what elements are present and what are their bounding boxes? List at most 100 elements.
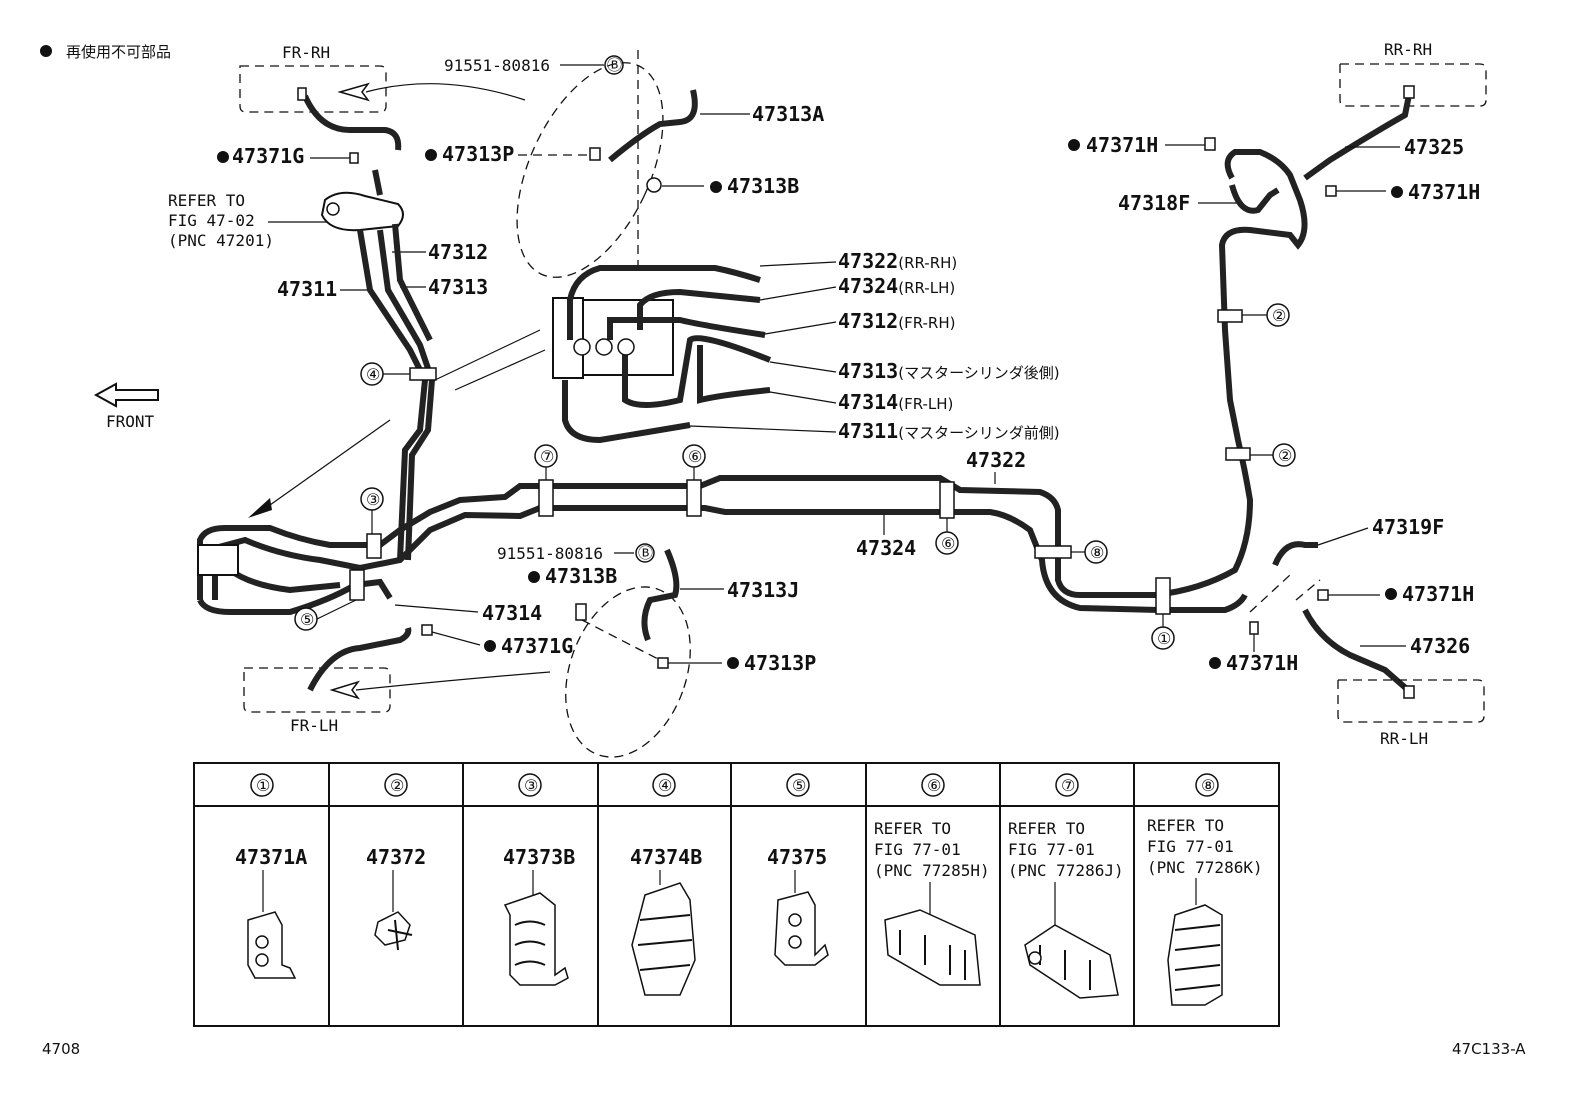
inset-fitting xyxy=(573,338,591,356)
label-91551-bot: 91551-80816 xyxy=(497,544,603,563)
clamp-6b xyxy=(939,481,955,519)
pipe-47314b xyxy=(228,567,341,594)
refer-main-line2: FIG 47-02 xyxy=(168,211,255,230)
label-47311: 47311 xyxy=(277,277,337,301)
clip-47371h-1 xyxy=(1204,137,1216,151)
bullet-icon xyxy=(1209,657,1221,669)
callout-2a-text: ② xyxy=(1272,306,1286,325)
centerline xyxy=(1295,579,1321,601)
label-47313p-bot: 47313P xyxy=(744,651,816,675)
inset-pipe-47311 xyxy=(562,380,691,444)
legend-text: 再使用不可部品 xyxy=(66,43,171,61)
label-47371g-top: 47371G xyxy=(232,144,304,168)
front-label: FRONT xyxy=(106,412,155,431)
label-47313a: 47313A xyxy=(752,102,824,126)
table-cell-2-part: 47372 xyxy=(366,845,426,869)
fr-rh-label: FR-RH xyxy=(282,43,330,62)
clip-table: ① ② ③ ④ ⑤ ⑥ ⑦ ⑧ 47371A 47372 47373B 4737… xyxy=(193,762,1280,1027)
label-47313: 47313 xyxy=(428,275,488,299)
clamp-8 xyxy=(1034,545,1072,559)
fr-rh-fitting xyxy=(297,87,307,101)
pipe-47312 xyxy=(392,223,433,342)
mc-pipe xyxy=(372,169,383,196)
hose-47318f xyxy=(1229,184,1280,214)
pipe-47326 xyxy=(1302,608,1410,693)
callout-6a-text: ⑥ xyxy=(688,447,702,466)
rr-lh-fitting xyxy=(1403,685,1415,699)
table-header-7-text: ⑦ xyxy=(1061,776,1075,795)
label-47319f: 47319F xyxy=(1372,515,1444,539)
label-47371h-3: 47371H xyxy=(1402,582,1474,606)
clamp-2b xyxy=(1225,447,1251,461)
hose-47313j xyxy=(641,548,680,642)
footer-right: 47C133-A xyxy=(1452,1040,1526,1058)
bullet-icon xyxy=(710,181,722,193)
clip-47375-drawing xyxy=(774,891,829,966)
clamp-3 xyxy=(366,533,382,559)
hose-47319f xyxy=(1272,541,1318,567)
clip-77286j-drawing xyxy=(1024,924,1119,999)
label-47313j: 47313J xyxy=(727,578,799,602)
callout-8-text: ⑧ xyxy=(1090,543,1104,562)
table-cell-6-line3: (PNC 77285H) xyxy=(874,861,990,880)
inset-fitting xyxy=(595,338,613,356)
fr-lh-hose xyxy=(307,627,412,692)
leader xyxy=(759,286,837,301)
master-cylinder xyxy=(320,191,404,232)
clip-47371h-3 xyxy=(1317,589,1329,601)
inset-pipe-47312 xyxy=(607,317,766,340)
clip-47371a-drawing xyxy=(247,911,297,979)
clip-47371g-top xyxy=(349,152,359,164)
clip-47373b-drawing xyxy=(503,892,569,986)
leader xyxy=(759,261,837,267)
rr-lh-label: RR-LH xyxy=(1380,729,1428,748)
fr-lh-frame xyxy=(243,667,391,713)
fr-rh-arrow-line xyxy=(365,83,526,101)
clamp-4 xyxy=(409,367,437,381)
leader xyxy=(431,631,481,646)
leader xyxy=(764,321,837,335)
table-header-1 xyxy=(250,773,274,797)
clip-47372-drawing xyxy=(374,911,413,951)
label-47318f: 47318F xyxy=(1118,191,1190,215)
label-47371g-bot: 47371G xyxy=(501,634,573,658)
fr-rh-hose xyxy=(302,94,402,151)
bullet-icon xyxy=(217,151,229,163)
label-47313b-top: 47313B xyxy=(727,174,799,198)
pipe-47322 xyxy=(197,149,1308,600)
clip-47371h-2 xyxy=(1325,185,1337,197)
rr-rh-fitting xyxy=(1403,85,1415,99)
callout-3-text: ③ xyxy=(366,490,380,509)
callout-6b-text: ⑥ xyxy=(941,534,955,553)
leader xyxy=(1317,527,1369,546)
callout-5-text: ⑤ xyxy=(300,610,314,629)
view-line xyxy=(434,329,541,381)
pipe-47325 xyxy=(1303,89,1413,181)
bullet-icon xyxy=(1068,139,1080,151)
inset-label-3: 47312(FR-RH) xyxy=(838,309,955,333)
table-header-2-text: ② xyxy=(390,776,404,795)
clip-47313p-top xyxy=(589,147,601,161)
clamp-2a xyxy=(1217,309,1243,323)
table-cell-7-line3: (PNC 77286J) xyxy=(1008,861,1124,880)
callout-2b-text: ② xyxy=(1278,446,1292,465)
inset-label-4: 47313(マスターシリンダ後側) xyxy=(838,359,1060,383)
view-line xyxy=(454,349,546,391)
table-cell-6-line1: REFER TO xyxy=(874,819,951,838)
master-cylinder-port xyxy=(326,202,340,216)
clamp-5 xyxy=(349,569,365,601)
rr-rh-label: RR-RH xyxy=(1384,40,1432,59)
table-cell-8-line2: FIG 77-01 xyxy=(1147,837,1234,856)
leader xyxy=(769,361,837,373)
bullet-icon xyxy=(528,571,540,583)
table-cell-8-line1: REFER TO xyxy=(1147,816,1224,835)
label-47322-main: 47322 xyxy=(966,448,1026,472)
clip-47374b-drawing xyxy=(631,882,696,996)
leader xyxy=(689,425,837,433)
clip-47313p-bot xyxy=(657,657,669,669)
callout-b-top xyxy=(604,55,624,75)
clamp-6a xyxy=(686,479,702,517)
bullet-icon xyxy=(425,149,437,161)
refer-main-line3: (PNC 47201) xyxy=(168,231,274,250)
